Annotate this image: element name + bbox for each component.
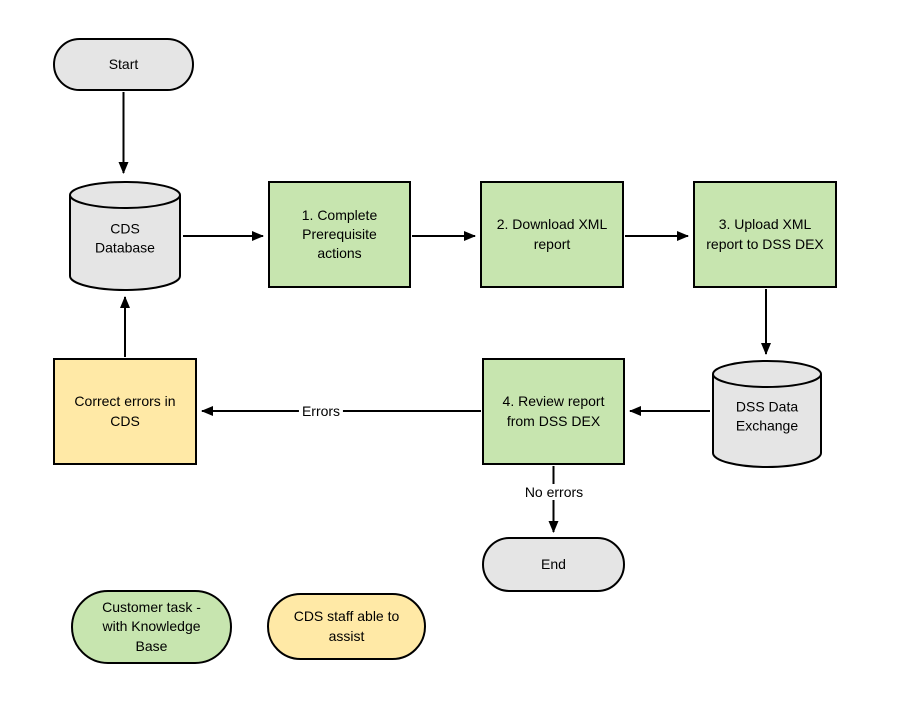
node-step-3-label: 3. Upload XML report to DSS DEX [706, 216, 824, 252]
node-start-label: Start [108, 55, 139, 72]
node-step-1: 1. Complete Prerequisite actions [268, 181, 411, 288]
node-cds-database-label: CDS Database [95, 220, 155, 256]
node-correct-errors-label: Correct errors in CDS [74, 393, 176, 429]
node-correct-errors: Correct errors in CDS [53, 358, 197, 465]
legend-customer-task: Customer task - with Knowledge Base [71, 590, 232, 664]
node-end-label: End [541, 555, 566, 572]
node-end: End [482, 537, 625, 592]
node-dss-data-exchange: DSS Data Exchange [711, 359, 823, 469]
node-step-3: 3. Upload XML report to DSS DEX [693, 181, 837, 288]
edge-label-no-errors: No errors [521, 484, 587, 500]
database-cylinder-icon [712, 360, 822, 468]
database-cylinder-icon [69, 181, 181, 291]
node-step-4: 4. Review report from DSS DEX [482, 358, 625, 465]
node-cds-database: CDS Database [68, 180, 182, 292]
node-start: Start [53, 38, 194, 91]
node-dss-data-exchange-label: DSS Data Exchange [735, 398, 799, 434]
legend-cds-staff: CDS staff able to assist [267, 593, 426, 660]
node-step-1-label: 1. Complete Prerequisite actions [301, 206, 378, 262]
node-step-4-label: 4. Review report from DSS DEX [502, 393, 605, 429]
legend-cds-staff-label: CDS staff able to assist [293, 608, 400, 644]
node-step-2-label: 2. Download XML report [496, 216, 608, 252]
legend-customer-task-label: Customer task - with Knowledge Base [102, 599, 201, 654]
node-step-2: 2. Download XML report [480, 181, 624, 288]
edge-label-errors: Errors [298, 403, 344, 419]
